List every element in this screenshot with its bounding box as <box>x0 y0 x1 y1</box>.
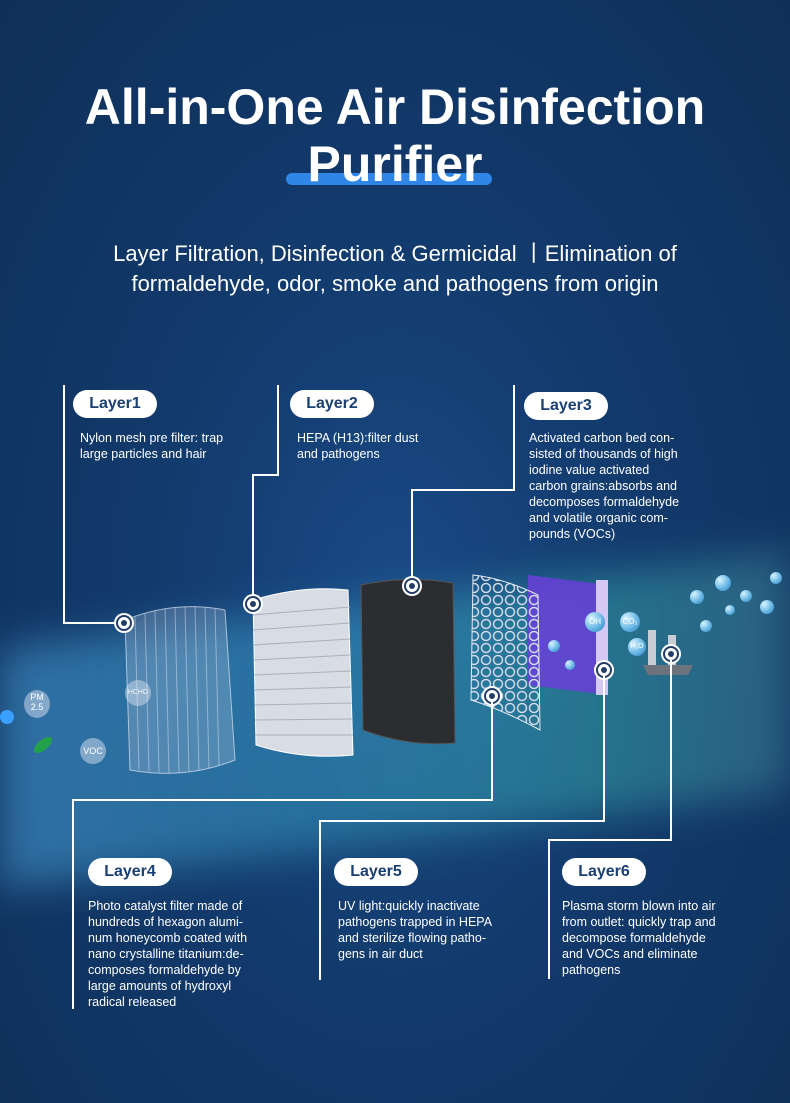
layer6-leader-horizontal <box>548 839 672 841</box>
layer5-description-line: gens in air duct <box>338 947 423 961</box>
layer2-leader-vertical <box>277 385 279 475</box>
layer6-marker <box>663 646 679 662</box>
layer2-description-line: HEPA (H13):filter dust <box>297 431 419 445</box>
nylon-mesh-filter <box>124 606 236 774</box>
hcho-label: HCHO <box>128 689 149 696</box>
layer6-description-line: and VOCs and eliminate <box>562 947 698 961</box>
layer4-description-line: composes formaldehyde by <box>88 963 241 977</box>
purified-bubble <box>700 620 712 632</box>
subtitle-line2: formaldehyde, odor, smoke and pathogens … <box>131 271 659 296</box>
layer2-leader-drop <box>252 474 254 602</box>
layer4-description-line: radical released <box>88 995 177 1009</box>
layer5-leader-drop <box>603 674 605 821</box>
layer1-badge: Layer1 <box>73 390 157 418</box>
layer5-description: UV light:quickly inactivate pathogens tr… <box>338 898 492 962</box>
h2o-bubble: H₂O <box>628 638 646 656</box>
layer3-leader-horizontal <box>411 489 515 491</box>
purified-bubble <box>740 590 752 602</box>
voc-label: VOC <box>83 746 103 756</box>
purified-bubble <box>715 575 731 591</box>
layer4-badge: Layer4 <box>88 858 172 886</box>
layer2-badge: Layer2 <box>290 390 374 418</box>
layer1-leader-horizontal <box>63 622 123 624</box>
layer3-description-line: Activated carbon bed con- <box>529 431 675 445</box>
pm25-particle: PM 2.5 <box>24 690 50 718</box>
layer2-leader-horizontal <box>252 474 279 476</box>
layer1-description-line: large particles and hair <box>80 447 207 461</box>
page-title-line2: Purifier <box>307 136 483 192</box>
layer4-leader-horizontal <box>72 799 493 801</box>
layer1-marker <box>116 615 132 631</box>
subtitle-line1: Layer Filtration, Disinfection & Germici… <box>113 241 677 266</box>
h2o-label: H₂O <box>630 643 644 650</box>
layer3-description: Activated carbon bed con- sisted of thou… <box>529 430 679 542</box>
hcho-particle: HCHO <box>125 680 151 706</box>
layer6-leader-drop <box>670 658 672 840</box>
layer6-description-line: pathogens <box>562 963 621 977</box>
layer4-marker <box>484 688 500 704</box>
layer6-description-line: Plasma storm blown into air <box>562 899 716 913</box>
co2-label: CO₂ <box>622 617 638 626</box>
layer5-description-line: pathogens trapped in HEPA <box>338 915 493 929</box>
oh-bubble: OH <box>585 612 605 632</box>
layer2-description-line: and pathogens <box>297 447 380 461</box>
layer2-description: HEPA (H13):filter dust and pathogens <box>297 430 418 462</box>
layer4-description-line: num honeycomb coated with <box>88 931 248 945</box>
hepa-filter <box>252 588 354 757</box>
page-title-line1: All-in-One Air Disinfection <box>84 79 706 135</box>
pm25-label: PM 2.5 <box>30 692 44 712</box>
layer4-description-line: Photo catalyst filter made of <box>88 899 243 913</box>
purified-bubble <box>760 600 774 614</box>
layer3-leader-vertical <box>513 385 515 490</box>
layer6-description-line: from outlet: quickly trap and <box>562 915 716 929</box>
layer3-description-line: iodine value activated <box>529 463 650 477</box>
layer3-description-line: and volatile organic com- <box>529 511 668 525</box>
layer3-description-line: pounds (VOCs) <box>529 527 616 541</box>
layer3-description-line: sisted of thousands of high <box>529 447 678 461</box>
layer1-description-line: Nylon mesh pre filter: trap <box>80 431 224 445</box>
co2-bubble: CO₂ <box>620 612 640 632</box>
layer5-leader-horizontal <box>319 820 605 822</box>
layer1-leader-vertical <box>63 385 65 623</box>
layer6-badge: Layer6 <box>562 858 646 886</box>
purified-bubble <box>565 660 575 670</box>
layer3-marker <box>404 578 420 594</box>
layer3-description-line: carbon grains:absorbs and <box>529 479 678 493</box>
voc-particle: VOC <box>80 738 106 764</box>
purified-bubble <box>690 590 704 604</box>
plasma-outlet-device <box>643 630 693 675</box>
oh-label: OH <box>589 617 601 626</box>
layer4-description-line: nano crystalline titanium:de- <box>88 947 244 961</box>
virus-icon <box>0 710 14 724</box>
layer4-description: Photo catalyst filter made of hundreds o… <box>88 898 247 1010</box>
layer3-leader-drop <box>411 489 413 585</box>
purified-bubble <box>770 572 782 584</box>
layer5-leader-vertical <box>319 820 321 980</box>
layer4-leader-drop <box>491 700 493 800</box>
layer2-marker <box>245 596 261 612</box>
layer5-badge: Layer5 <box>334 858 418 886</box>
layer4-description-line: large amounts of hydroxyl <box>88 979 232 993</box>
layer6-leader-vertical <box>548 839 550 979</box>
layer3-description-line: decomposes formaldehyde <box>529 495 680 509</box>
layer6-description-line: decompose formaldehyde <box>562 931 706 945</box>
activated-carbon-filter <box>360 578 456 745</box>
layer6-description: Plasma storm blown into air from outlet:… <box>562 898 716 978</box>
layer3-badge: Layer3 <box>524 392 608 420</box>
purified-bubble <box>725 605 735 615</box>
layer4-leader-vertical <box>72 799 74 1009</box>
title-underline <box>286 173 492 185</box>
layer5-description-line: and sterilize flowing patho- <box>338 931 486 945</box>
layer5-description-line: UV light:quickly inactivate <box>338 899 480 913</box>
purified-bubble <box>548 640 560 652</box>
layer1-description: Nylon mesh pre filter: trap large partic… <box>80 430 223 462</box>
layer4-description-line: hundreds of hexagon alumi- <box>88 915 243 929</box>
